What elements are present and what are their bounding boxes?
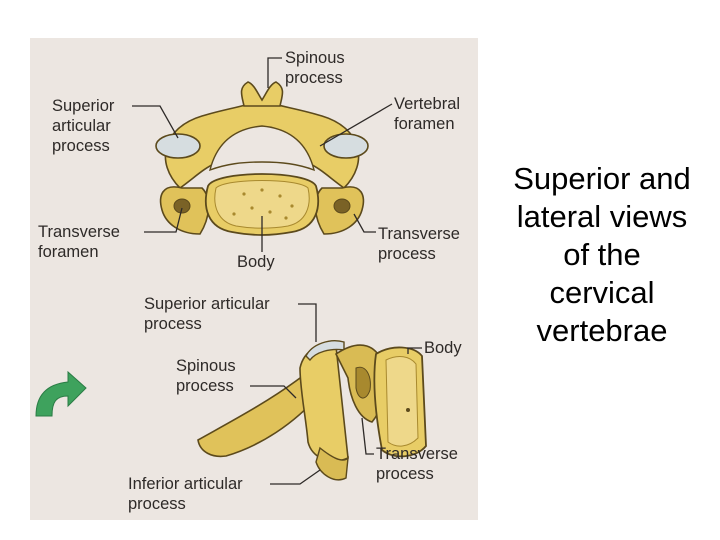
slide-caption: Superior and lateral views of the cervic… [513,161,691,348]
green-curved-arrow-icon [35,370,87,417]
leader-spinous-process-top [267,57,282,88]
nutrient-foramen [406,408,410,412]
spinous-process-bifid [240,81,284,107]
lateral-view-vertebra [197,340,427,481]
label-inferior-articular-process: Inferior articular process [128,475,243,513]
leader-superior-articular-lateral [298,303,317,342]
body-pores [232,188,294,220]
label-spinous-process-lateral: Spinous process [176,357,236,395]
leader-vertebral-foramen [319,103,393,147]
superior-articular-facet-left [155,133,201,159]
vertebrae-illustration: Spinous process Vertebral foramen Superi… [30,38,478,520]
lateral-inferior-articular-process [315,446,349,481]
label-superior-articular-process-lateral: Superior articular process [144,295,270,333]
vertebral-body-surface [214,180,310,229]
label-spinous-process-superior: Spinous process [285,49,345,87]
leader-lines [132,57,422,485]
superior-view-vertebra [155,81,369,236]
label-body-superior: Body [237,253,275,271]
leader-transverse-process-top [353,213,376,233]
label-transverse-foramen: Transverse foramen [38,223,120,261]
transverse-foramen-right [333,198,351,214]
transverse-groove [355,366,371,399]
lateral-spinous-process [197,376,322,458]
leader-inferior-articular [270,469,321,485]
label-transverse-process-lateral: Transverse process [376,445,458,483]
leader-transverse-process-lateral [361,417,374,455]
leader-body-lateral [407,347,422,354]
lateral-body-surface [385,356,419,447]
label-body-lateral: Body [424,339,462,357]
superior-articular-facet-right [323,133,369,159]
leader-spinous-process-lateral [250,385,297,399]
vertebral-foramen [208,125,316,172]
leader-superior-articular-top [132,105,179,139]
label-vertebral-foramen: Vertebral foramen [394,95,461,133]
vertebrae-drawing [30,38,478,520]
label-transverse-process-superior: Transverse process [378,225,460,263]
leader-transverse-foramen [144,207,183,233]
label-superior-articular-process-superior: Superior articular process [52,97,115,155]
transverse-foramen-left [173,198,191,214]
